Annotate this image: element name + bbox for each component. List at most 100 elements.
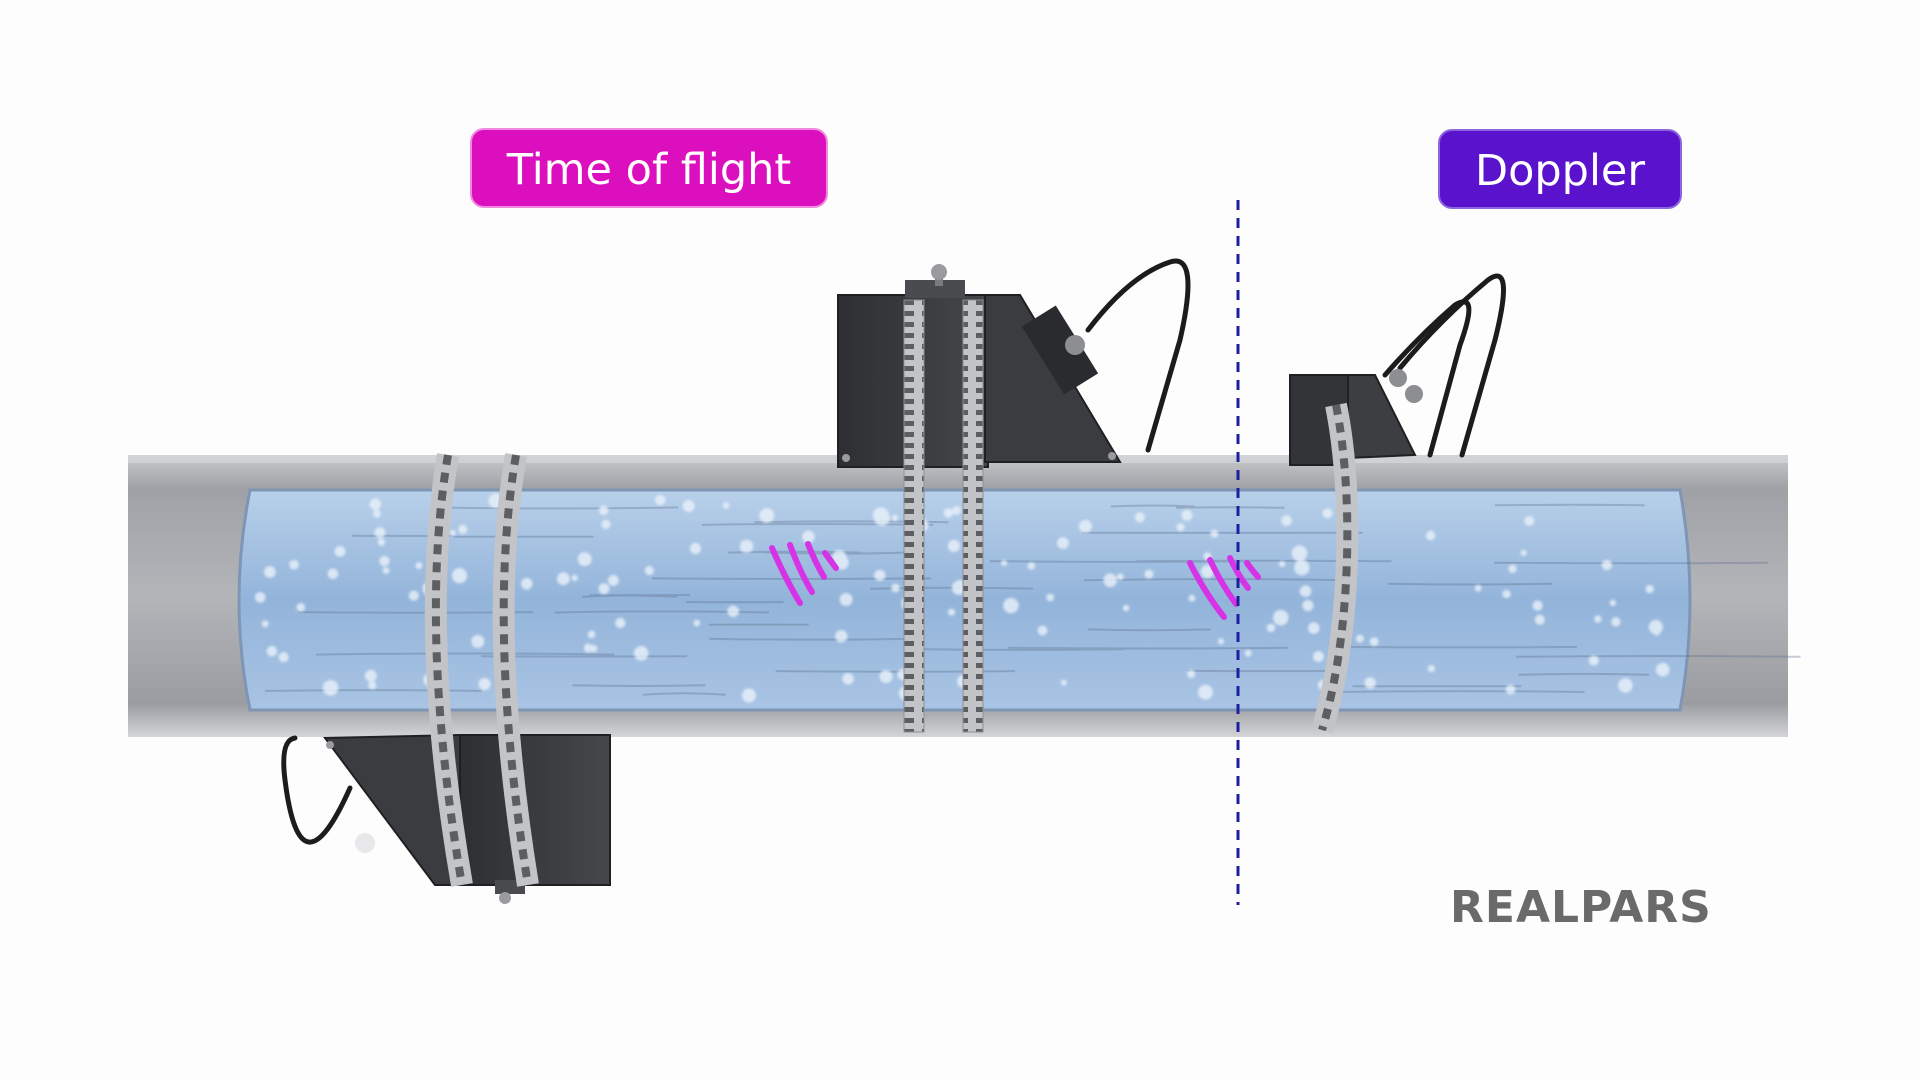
bubble (254, 592, 266, 603)
bubble (1524, 516, 1535, 526)
bubble (1588, 655, 1599, 666)
bubble (1364, 677, 1376, 689)
bubble (1103, 573, 1117, 588)
bubble (415, 562, 423, 570)
bubble (891, 514, 899, 522)
bubble (682, 499, 695, 512)
bubble (879, 669, 893, 684)
bubble (587, 630, 596, 639)
bubble (1520, 549, 1527, 557)
flow-streak (1110, 504, 1195, 508)
flow-streak (1088, 628, 1211, 632)
bubble (1308, 622, 1320, 634)
bubble (1279, 560, 1286, 568)
bubble (1078, 519, 1092, 533)
flow-streak (582, 594, 677, 598)
bubble (1116, 573, 1124, 581)
bubble (264, 566, 276, 578)
flow-streak (989, 560, 1249, 563)
bubble (1187, 669, 1196, 679)
flow-streak (1008, 646, 1288, 650)
flow-streak (708, 637, 912, 641)
bubble (334, 545, 346, 557)
bubble (615, 617, 626, 629)
bubble (722, 502, 730, 509)
bubble (1601, 559, 1613, 571)
bubble (689, 542, 702, 555)
time-of-flight-label: Time of flight (470, 128, 828, 208)
bubble (458, 524, 468, 535)
bubble (727, 605, 739, 618)
bubble (1505, 684, 1516, 695)
bubble (1594, 615, 1602, 623)
bubble (557, 572, 570, 586)
flow-streak (642, 692, 726, 696)
bubble (449, 529, 456, 536)
bubble (693, 619, 701, 627)
flow-streak (1387, 582, 1553, 586)
bubble (278, 652, 289, 663)
bubble (598, 505, 609, 515)
flow-streak (1518, 672, 1650, 676)
flow-streak (701, 522, 934, 526)
bubble (633, 646, 649, 661)
bubble (322, 680, 339, 696)
flow-streak (651, 577, 932, 580)
flow-streak (316, 652, 615, 656)
bubble (364, 669, 377, 682)
bubble (891, 583, 900, 593)
brand-logo: REALPARS (1450, 882, 1712, 933)
bubble (1532, 600, 1543, 611)
bubble (1027, 562, 1036, 570)
flow-streak (554, 610, 770, 614)
bubble (1198, 684, 1213, 700)
bubble (802, 530, 815, 544)
flow-streak (1494, 503, 1645, 507)
bubble (947, 539, 961, 553)
bubble (1181, 509, 1193, 521)
bubble (1294, 559, 1310, 576)
bubble (577, 552, 592, 567)
doppler-label: Doppler (1438, 129, 1682, 209)
bubble (1266, 623, 1276, 633)
flow-streak (1337, 690, 1585, 693)
flow-streak (916, 648, 1125, 651)
bubble (261, 620, 269, 628)
bubble (478, 678, 491, 691)
bubble (1273, 609, 1289, 626)
bubble (607, 574, 619, 586)
flow-streak (1515, 655, 1801, 658)
bubble (289, 559, 299, 570)
bubble (1652, 628, 1661, 636)
flow-streak (1493, 561, 1769, 565)
bubble (947, 608, 956, 616)
transducer-icon (1289, 369, 1423, 466)
bubble (1046, 593, 1055, 602)
bubble (1609, 599, 1617, 607)
bubble (1534, 614, 1545, 625)
bubble (952, 506, 961, 515)
bubble (842, 673, 854, 685)
sound-wave-icon (769, 541, 839, 606)
bubble (1281, 515, 1292, 526)
bubble (374, 527, 386, 538)
bubble (1037, 625, 1048, 636)
flow-streak (775, 670, 1016, 673)
bubble (1611, 617, 1621, 627)
bubble (872, 507, 889, 523)
bubble (583, 643, 593, 653)
bubble (601, 519, 611, 530)
bubble (408, 590, 419, 601)
bubble (1322, 508, 1333, 519)
bubble (1057, 537, 1069, 549)
flow-streak (1083, 578, 1349, 582)
bubble (741, 688, 757, 703)
flow-streak (1175, 506, 1285, 509)
bubble (266, 646, 278, 657)
bubble (296, 603, 306, 612)
bubble (1060, 679, 1067, 686)
bubble (1474, 584, 1482, 592)
bubble (644, 565, 654, 576)
